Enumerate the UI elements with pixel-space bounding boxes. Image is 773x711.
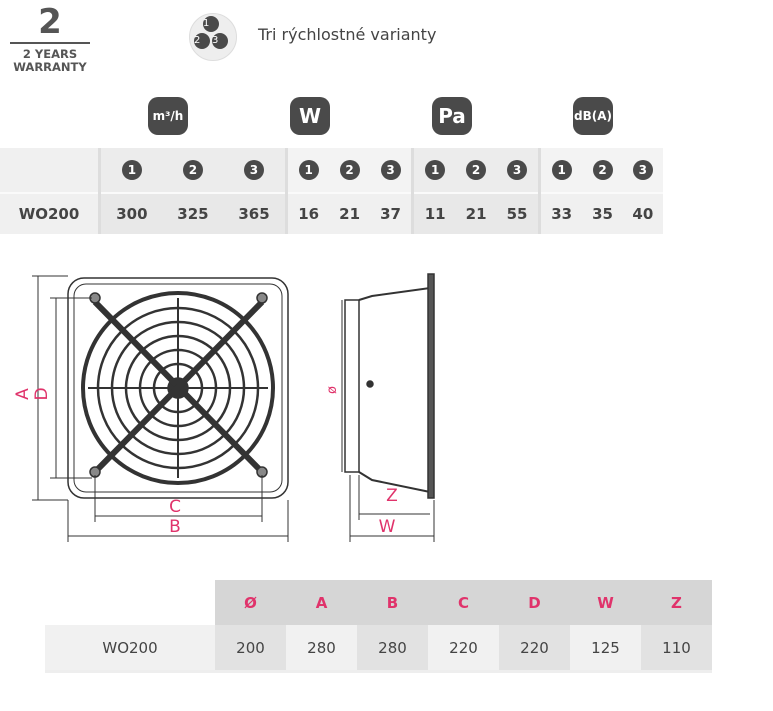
label-B: B — [169, 517, 181, 537]
speed-3-icon: 3 — [243, 160, 264, 180]
unit-badge-pressure: Pa — [432, 97, 472, 135]
header-D: D — [499, 580, 570, 625]
speed-1-icon: 1 — [425, 160, 446, 180]
header-C: C — [428, 580, 499, 625]
unit-badge-airflow: m³/h — [148, 97, 188, 135]
power-speed-3: 37 — [369, 192, 413, 234]
warranty-text: 2 YEARS WARRANTY — [13, 47, 87, 74]
noise-speed-1: 33 — [537, 192, 583, 234]
power-speed-1: 16 — [284, 192, 330, 234]
front-plate — [67, 277, 289, 499]
speed-1-icon: 1 — [121, 160, 142, 180]
three-speed-icon: 1 2 3 — [189, 13, 237, 61]
value-A: 280 — [286, 625, 357, 673]
fan-grille — [81, 291, 275, 485]
unit-badge-power: W — [290, 97, 330, 135]
label-C: C — [169, 497, 181, 517]
speed-1-icon: 1 — [298, 160, 319, 180]
pressure-speed-1: 11 — [411, 192, 456, 234]
dimensions-header-row: Ø A B C D W Z — [45, 580, 712, 625]
header-W: W — [570, 580, 641, 625]
speed-2-icon: 2 — [339, 160, 360, 180]
speed-2-icon: 2 — [182, 160, 203, 180]
side-flange — [344, 299, 360, 473]
speed-icon-digit: 1 — [203, 16, 219, 32]
label-A: A — [13, 388, 33, 400]
warranty-number: 2 — [38, 2, 62, 42]
speed-icon-digit: 2 — [194, 33, 210, 49]
speed-icon-digit: 3 — [212, 33, 228, 49]
header-Z: Z — [641, 580, 712, 625]
header-B: B — [357, 580, 428, 625]
pressure-speed-2: 21 — [455, 192, 497, 234]
header-diameter: Ø — [215, 580, 286, 625]
warranty-divider — [10, 42, 90, 44]
value-Z: 110 — [641, 625, 712, 673]
speed-variants-label: Tri rýchlostné varianty — [258, 25, 437, 44]
airflow-speed-2: 325 — [162, 192, 224, 234]
value-diameter: 200 — [215, 625, 286, 673]
label-diameter: ø — [325, 386, 340, 394]
fan-dimension-diagram: A D C B ø Z W — [13, 273, 435, 542]
speed-3-icon: 3 — [507, 160, 528, 180]
label-W: W — [379, 517, 396, 537]
value-C: 220 — [428, 625, 499, 673]
value-W: 125 — [570, 625, 641, 673]
value-B: 280 — [357, 625, 428, 673]
noise-speed-2: 35 — [582, 192, 623, 234]
dimensions-table: Ø A B C D W Z WO200 200 280 280 220 220 … — [45, 580, 712, 673]
speed-2-icon: 2 — [466, 160, 487, 180]
unit-badge-noise: dB(A) — [573, 97, 613, 135]
noise-speed-3: 40 — [622, 192, 663, 234]
speed-1-icon: 1 — [551, 160, 572, 180]
speed-3-icon: 3 — [380, 160, 401, 180]
header-A: A — [286, 580, 357, 625]
value-D: 220 — [499, 625, 570, 673]
model-cell: WO200 — [45, 625, 215, 673]
model-cell: WO200 — [0, 192, 100, 234]
label-D: D — [32, 387, 52, 400]
airflow-speed-1: 300 — [97, 192, 163, 234]
power-speed-2: 21 — [329, 192, 370, 234]
table-row: WO200 200 280 280 220 220 125 110 — [45, 625, 712, 673]
speed-3-icon: 3 — [632, 160, 653, 180]
speed-2-icon: 2 — [592, 160, 613, 180]
pressure-speed-3: 55 — [496, 192, 540, 234]
label-Z: Z — [386, 486, 398, 506]
airflow-speed-3: 365 — [223, 192, 287, 234]
